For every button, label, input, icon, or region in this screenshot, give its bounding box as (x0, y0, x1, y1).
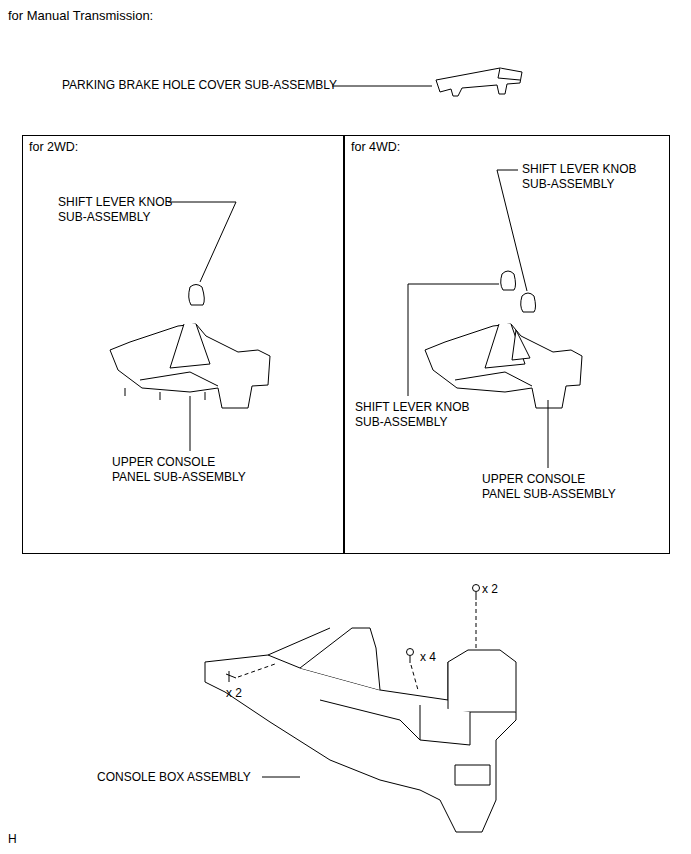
part-label: UPPER CONSOLE PANEL SUB-ASSEMBLY (482, 472, 624, 502)
part-label: SHIFT LEVER KNOB SUB-ASSEMBLY (58, 195, 180, 225)
leader-line (332, 86, 432, 87)
leader-line (190, 396, 191, 451)
part-label: x 4 (420, 650, 436, 665)
leader-line (262, 777, 300, 778)
screw-symbols (226, 585, 480, 691)
knob-shape (501, 271, 516, 290)
part-label: x 2 (226, 686, 242, 701)
part-label: SHIFT LEVER KNOB SUB-ASSEMBLY (355, 400, 477, 430)
console-box-shape (205, 628, 516, 832)
diagram-title: for Manual Transmission: (8, 8, 153, 23)
part-label: PARKING BRAKE HOLE COVER SUB-ASSEMBLY (62, 78, 337, 93)
panel-heading: for 2WD: (23, 136, 343, 158)
leader-line (168, 202, 236, 282)
console-panel-shape (110, 324, 270, 408)
part-label: H (8, 832, 17, 847)
part-label: UPPER CONSOLE PANEL SUB-ASSEMBLY (112, 455, 254, 485)
knob-shape (521, 293, 536, 312)
part-label: CONSOLE BOX ASSEMBLY (97, 770, 251, 785)
part-label: x 2 (482, 582, 498, 597)
console-panel-shape (425, 324, 582, 408)
parking-brake-cover (436, 68, 522, 96)
part-label: SHIFT LEVER KNOB SUB-ASSEMBLY (522, 162, 644, 192)
leader-line (548, 400, 549, 468)
knob-shape (189, 285, 205, 306)
panel-heading: for 4WD: (345, 136, 669, 158)
